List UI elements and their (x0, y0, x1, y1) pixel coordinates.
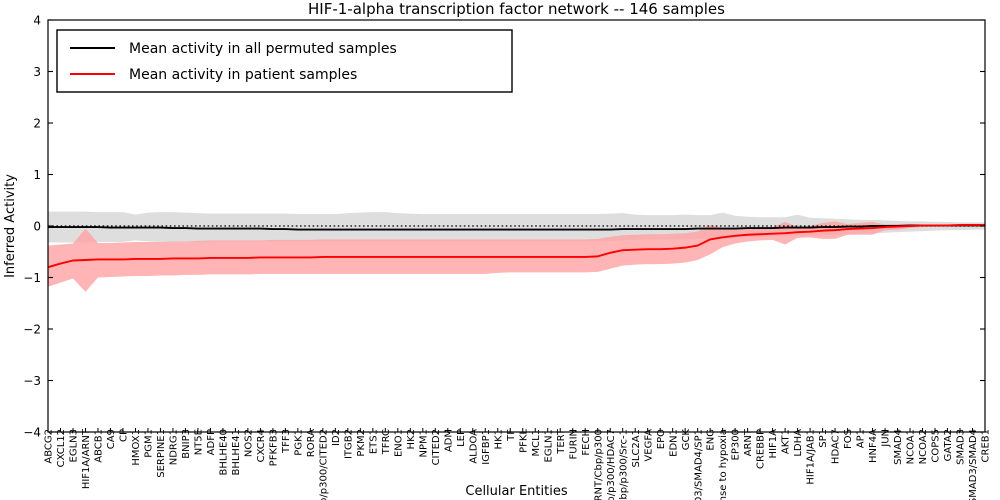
x-tick-label: CXCR4 (256, 429, 267, 462)
legend-box (56, 29, 513, 93)
x-tick-label: GATA2 (943, 429, 954, 461)
y-tick-label: 3 (33, 65, 41, 79)
x-tick-label: NOS2 (243, 429, 254, 457)
x-tick-label: ABCB1 (94, 429, 105, 463)
x-tick-label: LEP (456, 429, 467, 447)
x-tick-label: ETS1 (368, 429, 379, 454)
x-tick-label: EGLN1 (543, 429, 554, 462)
x-tick-label: SP1 (818, 429, 829, 448)
x-tick-label: HIF1A/ARNT/Cbp/p300 (593, 429, 604, 500)
x-tick-label: LDHA (793, 429, 804, 457)
x-tick-label: ADM (443, 429, 454, 452)
x-tick-label: CA9 (106, 429, 117, 449)
x-tick-label: SERPINE1 (156, 429, 167, 478)
x-tick-label: PGK1 (293, 429, 304, 456)
x-tick-label: ALDOA (468, 429, 479, 464)
x-tick-label: MCL1 (531, 429, 542, 457)
series-line-patient (47, 224, 985, 269)
y-tick-label: −3 (23, 374, 41, 388)
x-tick-label: CXCL12 (56, 429, 67, 467)
y-tick-label: 4 (33, 14, 41, 28)
x-tick-label: NCOA1 (906, 429, 917, 464)
x-tick-label: SMAD3/SMAD4 (968, 429, 979, 500)
chart-title: HIF-1-alpha transcription factor network… (308, 0, 725, 18)
x-tick-label: TFF3 (281, 429, 292, 454)
x-tick-label: ENO1 (393, 429, 404, 457)
y-axis-label: Inferred Activity (3, 174, 18, 278)
y-tick-label: −2 (23, 323, 41, 337)
x-tick-label: BHLHE41 (231, 429, 242, 476)
x-tick-label: CITED2 (431, 429, 442, 465)
x-tick-label: NDRG1 (169, 429, 180, 465)
x-tick-label: CREBBP (756, 429, 767, 469)
x-tick-label: HIF1A/ARNT/Cbp/p300/HDAC7 (606, 429, 617, 500)
x-tick-label: HNF4A (868, 429, 879, 463)
x-tick-label: ABCG2 (44, 429, 55, 464)
legend-label: Mean activity in patient samples (129, 67, 357, 83)
y-tick-label: −1 (23, 271, 41, 285)
x-tick-label: BNIP3 (181, 429, 192, 459)
x-tick-label: ITGB2 (343, 429, 354, 459)
x-tick-label: HIF1A/ARNT/Cbp/p300/Src-1 (618, 429, 629, 500)
x-tick-label: HIF1A/JAB1 (806, 429, 817, 485)
y-tick-label: −4 (23, 426, 41, 440)
x-tick-label: NCOA2 (918, 429, 929, 464)
x-tick-label: EGLN3 (69, 429, 80, 462)
x-tick-label: response to hypoxia (718, 429, 729, 500)
x-tick-label: CREB1 (981, 429, 992, 462)
x-tick-label: ENG (706, 429, 717, 451)
x-tick-label: CP (119, 429, 130, 442)
x-tick-label: PFKL (518, 429, 529, 453)
x-tick-label: HIF1A/ARNT (81, 428, 92, 489)
y-tick-label: 0 (33, 220, 41, 234)
x-tick-label: GCK (681, 429, 692, 451)
x-tick-label: AKT1 (781, 429, 792, 454)
legend: Mean activity in all permuted samplesMea… (56, 29, 513, 93)
x-tick-label: NT5E (194, 429, 205, 455)
x-tick-label: EPO (656, 429, 667, 449)
x-tick-label: TFRC (381, 429, 392, 455)
x-tick-label: SLC2A1 (631, 429, 642, 467)
x-tick-label: SMAD3 (956, 429, 967, 465)
x-tick-label: Cbp/p300/CITED2 (318, 429, 329, 500)
x-axis-label: Cellular Entities (465, 484, 567, 499)
x-tick-label: NPM1 (418, 429, 429, 458)
x-tick-label: ID2 (331, 429, 342, 446)
x-tick-label: IGFBP1 (481, 429, 492, 465)
x-tick-label: ARNT (743, 428, 754, 456)
x-tick-label: VEGFA (643, 429, 654, 462)
x-tick-label: PGM1 (144, 429, 155, 458)
x-tick-label: TERT (556, 428, 567, 455)
x-tick-label: HIF1A/ARNT/SMAD3/SMAD4/SP1 (693, 429, 704, 500)
x-tick-label: COPS5 (931, 429, 942, 463)
x-tick-label: HIF1A (768, 429, 779, 459)
x-tick-label: AP1 (856, 429, 867, 448)
series-line-permuted (48, 224, 985, 231)
legend-label: Mean activity in all permuted samples (129, 41, 397, 57)
x-tick-label: JUN (881, 429, 892, 448)
y-tick-label: 1 (33, 168, 41, 182)
x-tick-label: BHLHE40 (219, 429, 230, 476)
x-tick-label: FOS (843, 429, 854, 449)
x-tick-label: HDAC7 (831, 429, 842, 464)
x-tick-label: PFKFB3 (268, 429, 279, 466)
x-tick-label: PKM2 (356, 429, 367, 457)
x-tick-label: TF (506, 429, 517, 442)
x-tick-label: HMOX1 (131, 429, 142, 466)
x-tick-label: ADFP (206, 429, 217, 455)
x-tick-label: EP300 (731, 429, 742, 460)
x-tick-label: RORA (306, 429, 317, 457)
x-tick-label: FURIN (568, 429, 579, 459)
x-tick-label: FECH (581, 429, 592, 456)
x-tick-label: HK2 (406, 429, 417, 449)
y-tick-label: 2 (33, 117, 41, 131)
x-tick-label: HK1 (493, 429, 504, 449)
x-tick-label: EDN1 (668, 429, 679, 457)
x-tick-label: SMAD4 (893, 429, 904, 465)
